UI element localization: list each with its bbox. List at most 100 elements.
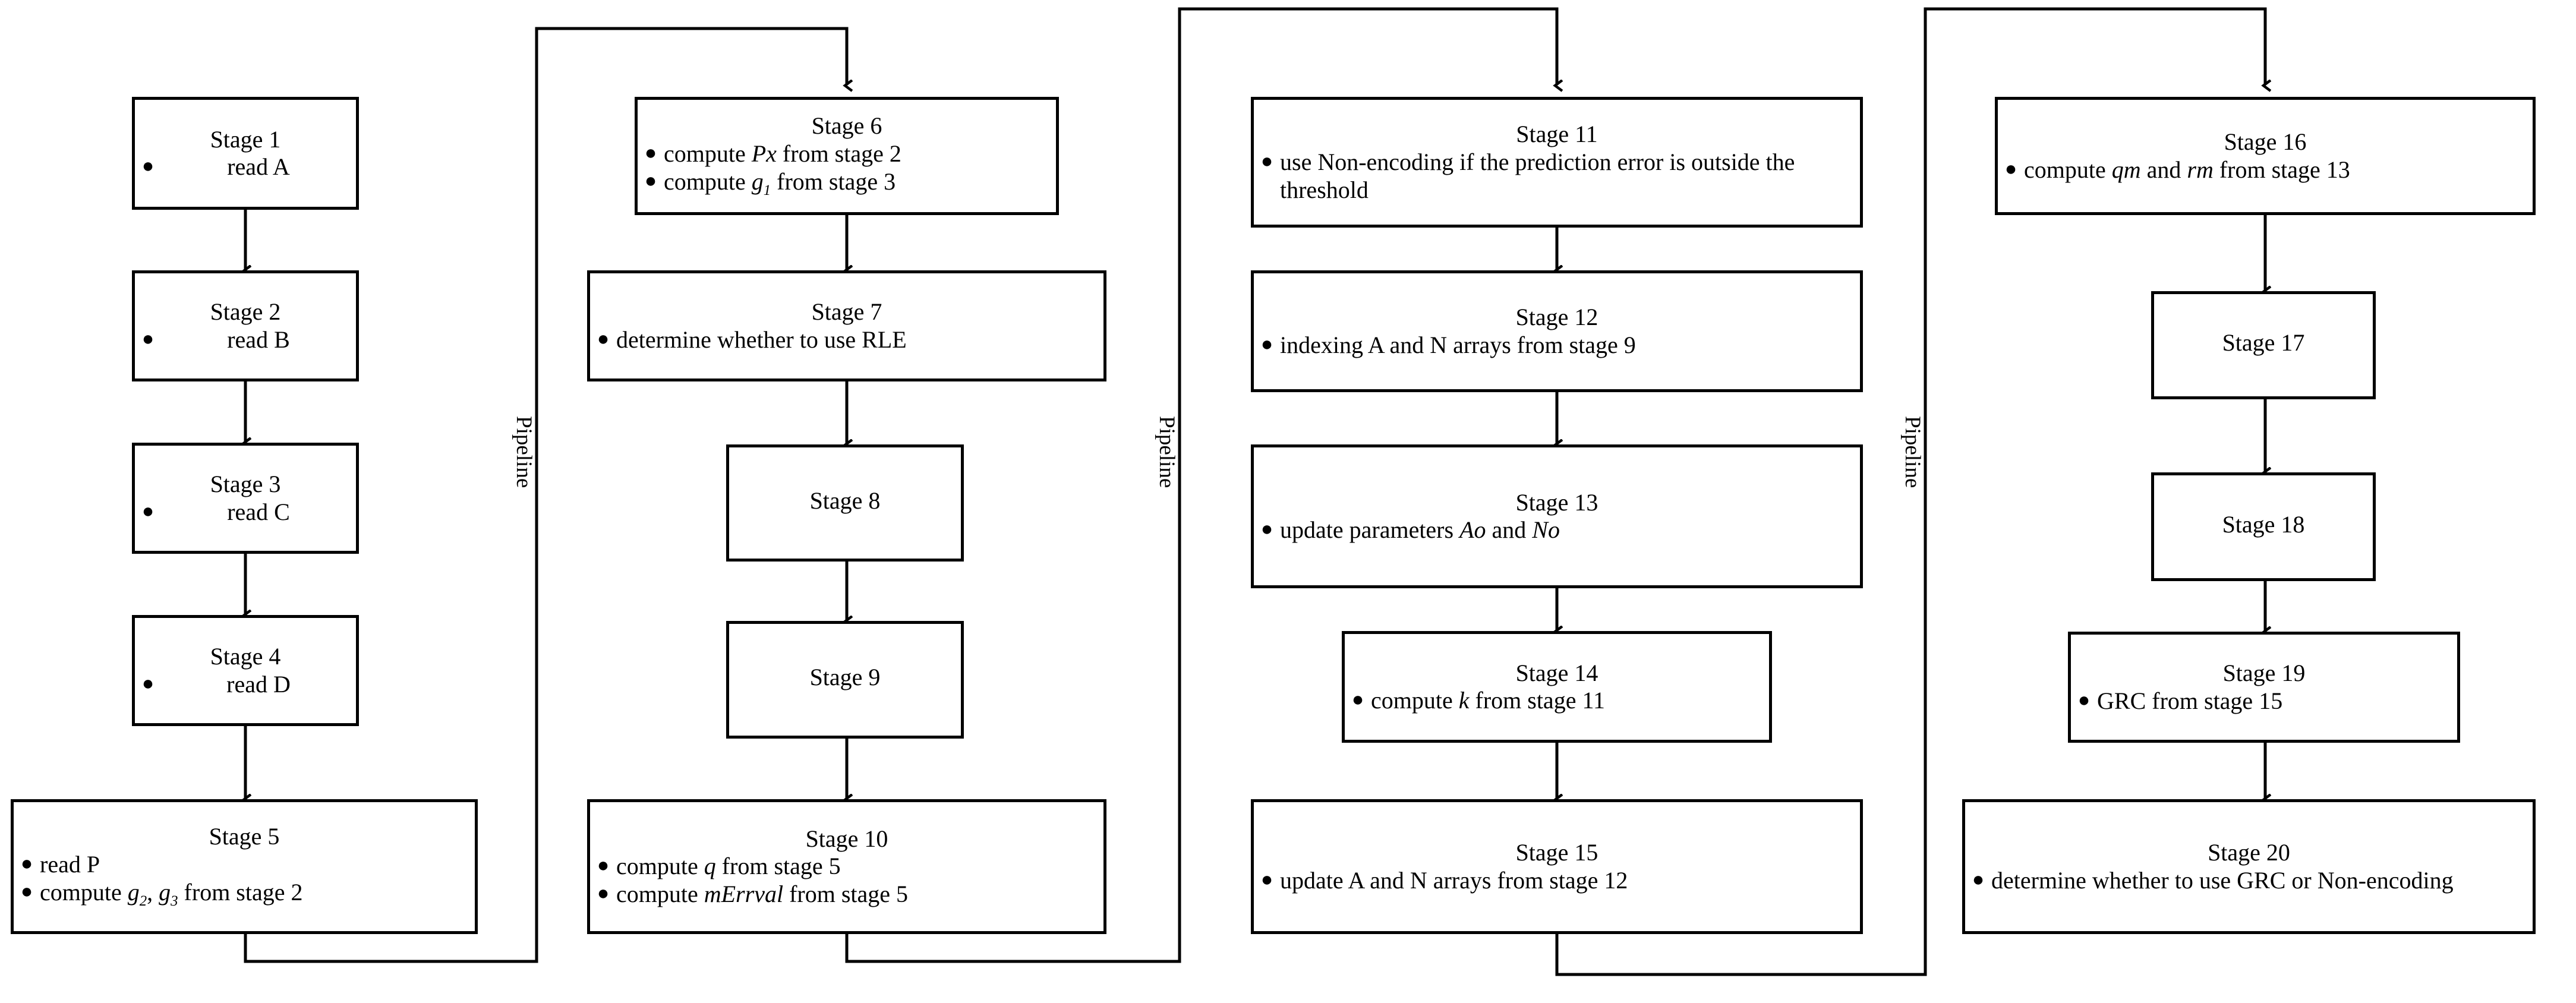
stage-title: Stage 6 <box>811 112 882 140</box>
bullet-dot-icon: ● <box>2004 157 2017 180</box>
stage-box-stage-4[interactable]: Stage 4 ● read D <box>132 615 359 726</box>
bullet-dot-icon: ● <box>141 500 155 522</box>
stage-box-stage-9[interactable]: Stage 9 <box>726 621 964 739</box>
stage-box-stage-18[interactable]: Stage 18 <box>2151 472 2376 581</box>
stage-bullet-item: ●read A <box>135 153 356 181</box>
stage-bullets: ● compute q from stage 5●compute mErrval … <box>590 852 1103 908</box>
stage-title: Stage 14 <box>1515 659 1598 686</box>
stage-box-stage-17[interactable]: Stage 17 <box>2151 291 2376 399</box>
stage-bullets: ●read A <box>135 153 356 181</box>
stage-bullet-item: ●compute k from stage 11 <box>1345 686 1769 714</box>
stage-bullet-item: ● compute q from stage 5 <box>590 852 1103 880</box>
bullet-dot-icon: ● <box>2077 689 2091 711</box>
stage-bullets: ● read B <box>135 326 356 354</box>
stage-box-stage-10[interactable]: Stage 10 ● compute q from stage 5●compute… <box>587 799 1106 934</box>
stage-bullets: ●update parameters Ao and No <box>1254 516 1860 544</box>
stage-bullet-item: ● read D <box>135 670 356 698</box>
stage-bullet-text: read D <box>226 670 291 698</box>
stage-title: Stage 4 <box>210 643 281 670</box>
stage-bullet-text: compute k from stage 11 <box>1371 687 1605 714</box>
stage-bullets <box>2154 538 2373 542</box>
stage-box-stage-15[interactable]: Stage 15 ●update A and N arrays from sta… <box>1251 799 1863 934</box>
stage-title: Stage 19 <box>2222 660 2306 687</box>
stage-bullet-text: compute q from stage 5 <box>616 853 841 880</box>
bullet-dot-icon: ● <box>141 327 155 350</box>
stage-bullets: ●compute Px from stage 2●compute g1 from… <box>638 140 1056 199</box>
bullet-dot-icon: ● <box>1260 868 1273 891</box>
stage-box-stage-3[interactable]: Stage 3 ● read C <box>132 443 359 554</box>
stage-title: Stage 2 <box>210 298 281 326</box>
stage-bullet-item: ●update parameters Ao and No <box>1254 516 1860 544</box>
stage-box-stage-8[interactable]: Stage 8 <box>726 444 964 562</box>
stage-box-stage-13[interactable]: Stage 13 ●update parameters Ao and No <box>1251 444 1863 588</box>
stage-bullet-text: GRC from stage 15 <box>2097 687 2283 714</box>
bullet-dot-icon: ● <box>644 142 657 165</box>
pipeline-label-2: Pipeline <box>1155 416 1179 488</box>
stage-title: Stage 7 <box>811 298 882 326</box>
bullet-dot-icon: ● <box>597 327 610 350</box>
bullet-dot-icon: ● <box>1972 868 1985 891</box>
stage-box-stage-19[interactable]: Stage 19 ● GRC from stage 15 <box>2068 632 2460 743</box>
stage-bullets: ● compute qm and rm from stage 13 <box>1998 156 2533 184</box>
stage-bullet-text: use Non-encoding if the prediction error… <box>1280 148 1795 203</box>
stage-title: Stage 18 <box>2222 510 2305 538</box>
stage-bullet-item: ● compute g2, g3 from stage 2 <box>14 878 475 910</box>
stage-box-stage-16[interactable]: Stage 16 ●compute qm and rm from stage 1… <box>1995 97 2536 215</box>
stage-bullet-item: ● determine whether to use RLE <box>590 326 1103 354</box>
stage-bullet-text: read C <box>227 498 290 525</box>
stage-bullet-text: determine whether to use RLE <box>616 326 907 353</box>
stage-bullet-text: determine whether to use GRC or Non-enco… <box>1991 866 2454 894</box>
bullet-dot-icon: ● <box>141 672 155 695</box>
stage-bullets-empty <box>729 514 961 519</box>
bullet-dot-icon: ● <box>597 882 610 905</box>
stage-bullet-item: ●compute g1 from stage 3 <box>638 168 1056 199</box>
stage-bullet-item: ● read B <box>135 326 356 354</box>
stage-bullet-item: ● read C <box>135 498 356 526</box>
pipeline-label-1: Pipeline <box>512 416 536 488</box>
stage-box-stage-6[interactable]: Stage 6 ●compute Px from stage 2●compute… <box>635 97 1059 215</box>
stage-box-stage-5[interactable]: Stage 5 ●read P●compute g2, g3 from stag… <box>11 799 478 934</box>
stage-box-stage-20[interactable]: Stage 20 ● determine whether to use GRC o… <box>1962 799 2536 934</box>
pipeline-connector-3 <box>1555 7 2265 976</box>
stage-title: Stage 3 <box>210 471 281 498</box>
stage-bullets <box>729 514 961 519</box>
stage-bullet-text: indexing A and N arrays from stage 9 <box>1280 331 1636 358</box>
stage-title: Stage 20 <box>2208 839 2290 866</box>
stage-bullets: ●update A and N arrays from stage 12 <box>1254 866 1860 894</box>
bullet-dot-icon: ● <box>20 881 33 903</box>
bullet-dot-icon: ● <box>597 854 610 877</box>
stage-bullet-item: ●update A and N arrays from stage 12 <box>1254 866 1860 894</box>
stage-bullets: ● indexing A and N arrays from stage 9 <box>1254 331 1860 359</box>
stage-bullet-text: compute qm and rm from stage 13 <box>2024 156 2350 183</box>
bullet-dot-icon: ● <box>1260 333 1273 355</box>
stage-bullets: ● read D <box>135 670 356 698</box>
stage-box-stage-11[interactable]: Stage 11 ●use Non-encoding if the predic… <box>1251 97 1863 228</box>
stage-title: Stage 8 <box>809 487 881 514</box>
stage-box-stage-1[interactable]: Stage 1 ●read A <box>132 97 359 210</box>
stage-title: Stage 1 <box>210 125 281 153</box>
stage-bullet-item: ●compute Px from stage 2 <box>638 140 1056 168</box>
stage-box-stage-2[interactable]: Stage 2 ● read B <box>132 270 359 381</box>
bullet-dot-icon: ● <box>1260 518 1273 541</box>
pipeline-label-3: Pipeline <box>1900 416 1925 488</box>
stage-bullet-text: compute g2, g3 from stage 2 <box>40 879 303 910</box>
stage-bullets: ●use Non-encoding if the prediction erro… <box>1254 148 1860 204</box>
stage-bullets: ●read P●compute g2, g3 from stage 2 <box>14 850 475 910</box>
stage-bullet-item: ●compute mErrval from stage 5 <box>590 880 1103 908</box>
stage-box-stage-7[interactable]: Stage 7 ● determine whether to use RLE <box>587 270 1106 381</box>
stage-bullets-empty <box>729 691 961 696</box>
stage-box-stage-14[interactable]: Stage 14 ●compute k from stage 11 <box>1342 631 1772 743</box>
bullet-dot-icon: ● <box>20 853 33 875</box>
stage-bullets: ● determine whether to use GRC or Non-enc… <box>1965 866 2533 894</box>
stage-bullet-text: read A <box>227 153 290 181</box>
stage-bullet-item: ● GRC from stage 15 <box>2071 687 2457 715</box>
stage-title: Stage 10 <box>805 825 888 852</box>
stage-bullet-item: ● indexing A and N arrays from stage 9 <box>1254 331 1860 359</box>
stage-bullet-text: read B <box>227 326 290 353</box>
stage-title: Stage 9 <box>809 664 881 691</box>
stage-bullet-item: ●use Non-encoding if the prediction erro… <box>1254 148 1860 204</box>
stage-title: Stage 5 <box>209 823 280 850</box>
pipeline-connector-1 <box>244 27 847 963</box>
stage-box-stage-12[interactable]: Stage 12 ●indexing A and N arrays from s… <box>1251 270 1863 392</box>
